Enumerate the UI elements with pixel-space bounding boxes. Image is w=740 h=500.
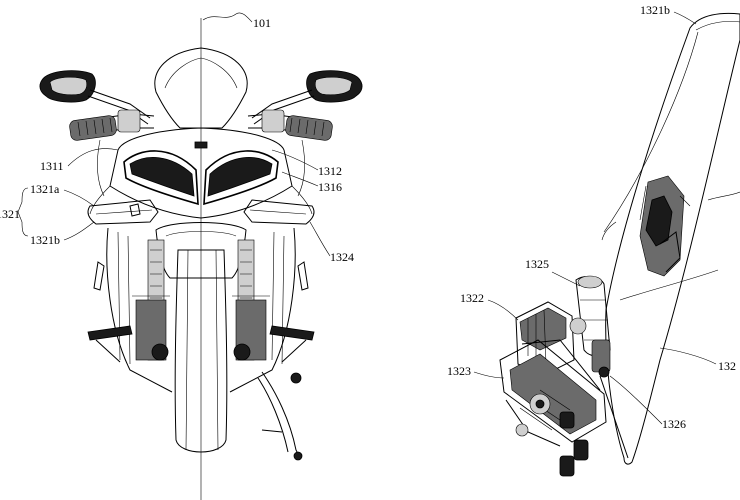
right-winglet xyxy=(243,199,315,225)
actuator-1322 xyxy=(515,301,587,377)
engine-area xyxy=(93,227,309,393)
leader-1322 xyxy=(487,299,519,321)
motorcycle-front-view: 101 xyxy=(0,12,363,500)
brace-1321 xyxy=(17,187,29,237)
leader-1326 xyxy=(609,375,663,425)
leader-1321b-right xyxy=(673,11,697,25)
axis-leader-101 xyxy=(202,12,253,23)
leader-1325 xyxy=(551,271,581,287)
label-1316: 1316 xyxy=(318,180,342,194)
leader-1321a xyxy=(63,189,95,207)
label-1325: 1325 xyxy=(525,257,549,271)
label-1326: 1326 xyxy=(662,417,686,431)
label-1324: 1324 xyxy=(330,250,354,264)
windscreen-tab xyxy=(194,141,208,149)
shaft-1325 xyxy=(575,275,611,378)
label-1322: 1322 xyxy=(460,291,484,305)
fairing-panel xyxy=(605,12,740,465)
panel-bracket xyxy=(639,175,691,277)
label-1321a: 1321a xyxy=(30,182,60,196)
left-mirror xyxy=(39,70,151,125)
base-1323 xyxy=(499,339,607,477)
right-mirror xyxy=(251,70,363,125)
leader-1312 xyxy=(271,149,319,171)
label-132: 132 xyxy=(718,359,736,373)
leader-132 xyxy=(659,347,717,365)
label-1321b: 1321b xyxy=(30,233,60,247)
label-1323: 1323 xyxy=(447,364,471,378)
winglet-mechanism-view: 1321b 1325 1322 1323 1326 132 xyxy=(447,3,740,477)
label-1321: 1321 xyxy=(0,207,20,221)
handlebar-left xyxy=(69,109,155,141)
label-101: 101 xyxy=(253,16,271,30)
handlebar-right xyxy=(247,109,333,141)
left-winglet xyxy=(87,199,159,225)
linkage-rod xyxy=(599,375,629,459)
leader-1316 xyxy=(281,171,319,187)
label-1321b-right: 1321b xyxy=(640,3,670,17)
footpegs xyxy=(87,325,315,363)
front-fairing xyxy=(89,127,313,219)
label-1312: 1312 xyxy=(318,164,342,178)
leader-1321b xyxy=(63,221,95,241)
leader-1311 xyxy=(67,148,119,167)
label-1311: 1311 xyxy=(40,159,64,173)
leader-1323 xyxy=(473,371,505,379)
leader-1324 xyxy=(309,221,331,257)
windscreen xyxy=(154,47,248,129)
side-stand xyxy=(257,371,303,461)
